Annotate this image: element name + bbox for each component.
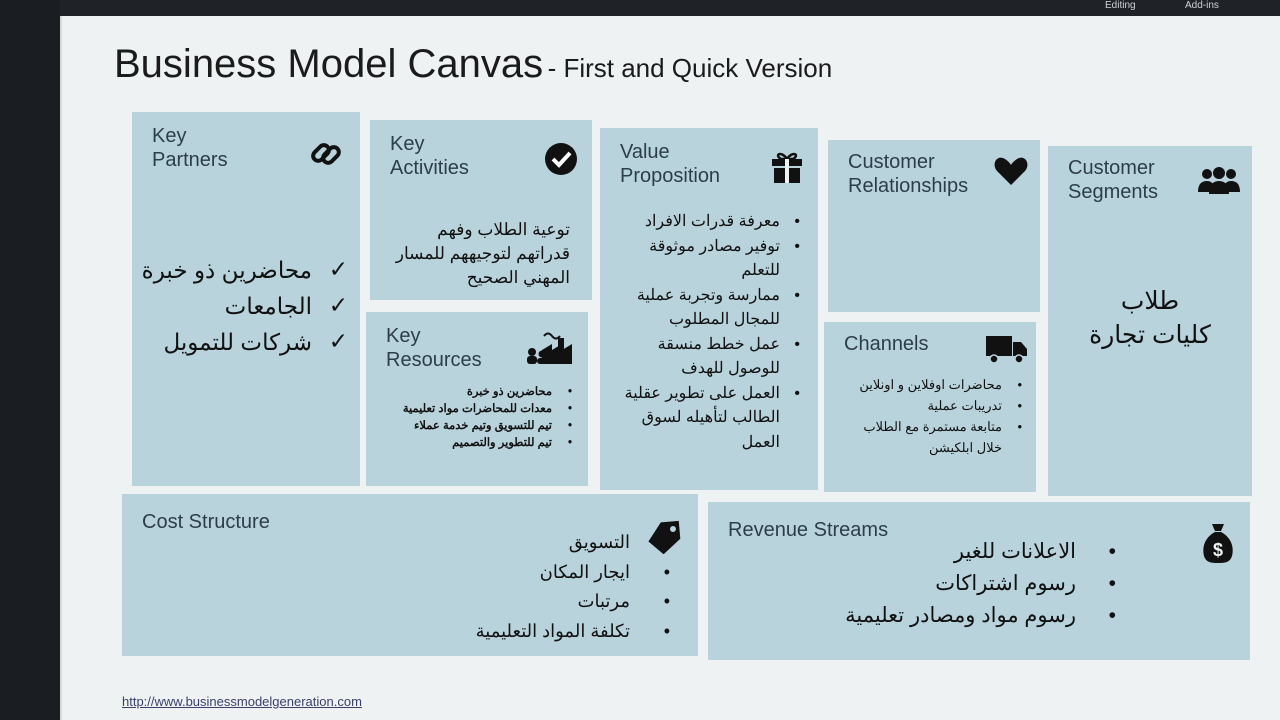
list-item: شركات للتمويل (138, 324, 348, 360)
cost-structure-box: Cost Structure التسويق ايجار المكان مرتب… (122, 494, 698, 656)
list-item: العمل على تطوير عقلية الطالب لتأهيله لسو… (618, 382, 800, 456)
customer-segments-text: طلاب كليات تجارة (1089, 287, 1211, 349)
link-icon (308, 136, 344, 177)
key-activities-text: توعية الطلاب وفهم قدراتهم لتوجيههم للمسا… (395, 220, 570, 287)
screen-bezel (0, 0, 60, 720)
slide-title: Business Model Canvas - First and Quick … (114, 42, 832, 87)
list-item: الاعلانات للغير (816, 536, 1116, 568)
list-item: مرتبات (410, 587, 670, 617)
customer-segments-box: Customer Segments طلاب كليات تجارة (1048, 146, 1252, 496)
list-item: محاضرين ذو خبرة (138, 252, 348, 288)
list-item: محاضرات اوفلاين و اونلاين (842, 374, 1022, 395)
list-item: رسوم اشتراكات (816, 568, 1116, 600)
heart-icon (994, 156, 1028, 191)
key-activities-box: Key Activities توعية الطلاب وفهم قدراتهم… (370, 120, 592, 300)
list-item: ايجار المكان (410, 558, 670, 588)
list-item: محاضرين ذو خبرة (380, 384, 572, 401)
key-resources-list: محاضرين ذو خبرة معدات للمحاضرات مواد تعل… (380, 384, 572, 452)
customer-segments-label: Customer Segments (1068, 157, 1159, 203)
cost-structure-label: Cost Structure (142, 511, 270, 533)
money-bag-icon: $ (1202, 522, 1234, 569)
channels-list: محاضرات اوفلاين و اونلاين تدريبات عملية … (842, 374, 1022, 458)
list-item: التسويق (410, 528, 670, 558)
value-proposition-box: Value Proposition معرفة قدرات الافراد تو… (600, 128, 818, 490)
users-icon (1198, 166, 1240, 199)
gift-icon (770, 150, 804, 189)
key-resources-label: Key Resources (386, 325, 482, 371)
list-item: تيم للتسويق وتيم خدمة عملاء (380, 418, 572, 435)
title-main: Business Model Canvas (114, 42, 544, 86)
footer-link[interactable]: http://www.businessmodelgeneration.com (122, 694, 362, 709)
cost-structure-list: التسويق ايجار المكان مرتبات تكلفة المواد… (410, 528, 670, 646)
check-circle-icon (544, 142, 578, 181)
list-item: متابعة مستمرة مع الطلاب خلال ابلكيشن (842, 416, 1022, 458)
editing-mode-button[interactable]: Editing (1105, 0, 1136, 11)
revenue-streams-box: Revenue Streams $ الاعلانات للغير رسوم ا… (708, 502, 1250, 660)
customer-relationships-label: Customer Relationships (848, 151, 969, 197)
list-item: تكلفة المواد التعليمية (410, 617, 670, 647)
list-item: تدريبات عملية (842, 395, 1022, 416)
value-proposition-label: Value Proposition (620, 141, 721, 187)
key-activities-label: Key Activities (390, 133, 469, 179)
key-partners-label: Key Partners (152, 125, 228, 171)
revenue-streams-list: الاعلانات للغير رسوم اشتراكات رسوم مواد … (816, 536, 1116, 632)
key-partners-list: محاضرين ذو خبرة الجامعات شركات للتمويل (138, 252, 348, 360)
list-item: عمل خطط منسقة للوصول للهدف (618, 333, 800, 382)
list-item: رسوم مواد ومصادر تعليمية (816, 600, 1116, 632)
key-resources-box: Key Resources محاضرين ذو خبرة معدات للمح… (366, 312, 588, 486)
key-partners-box: Key Partners محاضرين ذو خبرة الجامعات شر… (132, 112, 360, 486)
list-item: الجامعات (138, 288, 348, 324)
list-item: ممارسة وتجربة عملية للمجال المطلوب (618, 284, 800, 333)
add-ins-button[interactable]: Add-ins (1185, 0, 1219, 11)
value-proposition-list: معرفة قدرات الافراد توفير مصادر موثوقة ل… (618, 210, 800, 455)
list-item: معرفة قدرات الافراد (618, 210, 800, 235)
list-item: معدات للمحاضرات مواد تعليمية (380, 401, 572, 418)
title-sub: - First and Quick Version (547, 53, 833, 83)
customer-relationships-box: Customer Relationships (828, 140, 1040, 312)
list-item: توفير مصادر موثوقة للتعلم (618, 235, 800, 284)
channels-label: Channels (844, 333, 929, 355)
channels-box: Channels محاضرات اوفلاين و اونلاين تدريب… (824, 322, 1036, 492)
factory-workers-icon (526, 330, 574, 371)
truck-icon (986, 334, 1028, 369)
app-toolbar: Editing Add-ins (60, 0, 1280, 16)
svg-text:$: $ (1213, 540, 1223, 560)
list-item: تيم للتطوير والتصميم (380, 435, 572, 452)
